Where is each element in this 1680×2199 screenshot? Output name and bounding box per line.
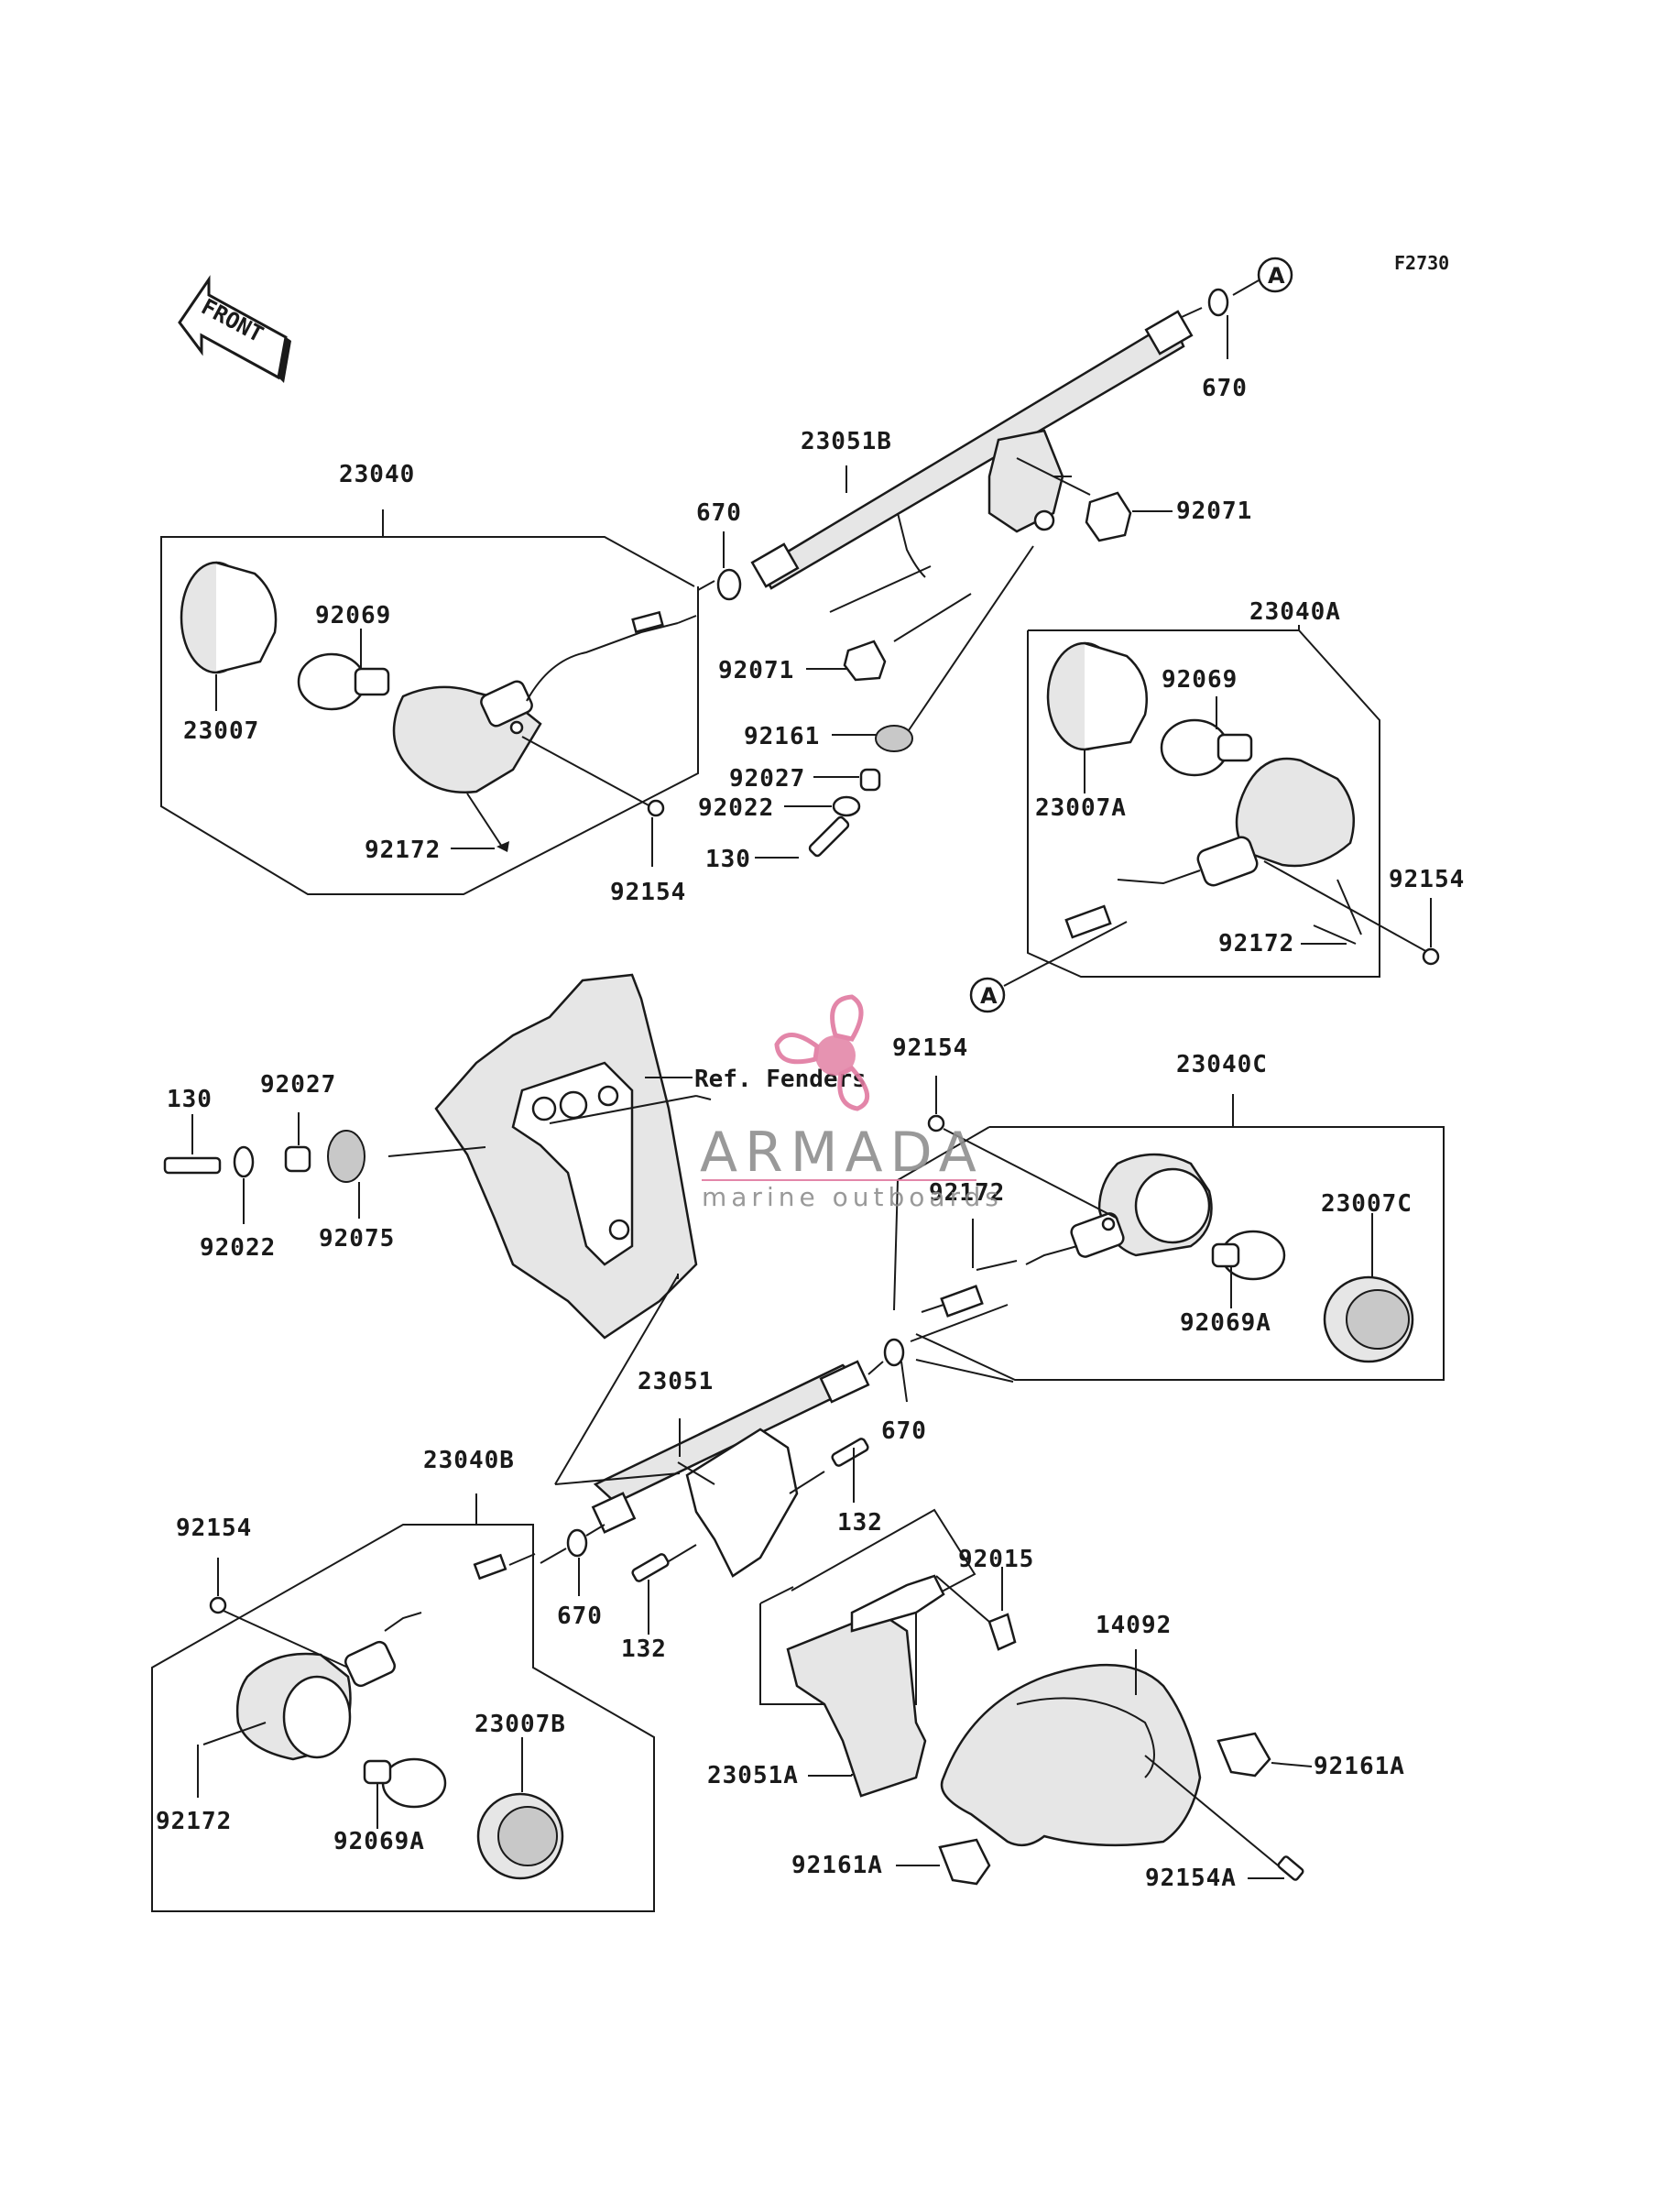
part-labels: 23040 92069 23007 92172 92154 670 23051B… xyxy=(156,375,1465,1892)
grommet-92075 xyxy=(327,1130,365,1183)
label-92022-a: 92022 xyxy=(698,794,774,822)
label-92161: 92161 xyxy=(744,723,820,750)
fender-bracket-ref: Ref. Fenders xyxy=(387,973,867,1485)
assembly-23040A xyxy=(1003,625,1440,987)
label-92161A-left: 92161A xyxy=(791,1852,883,1879)
label-92069: 92069 xyxy=(315,602,391,629)
label-670-b: 670 xyxy=(1202,375,1248,402)
label-130-b: 130 xyxy=(167,1086,213,1113)
nut-92154-center xyxy=(927,1114,945,1132)
label-23040: 23040 xyxy=(339,461,415,488)
signal-body-23040A xyxy=(1235,757,1356,868)
label-92172: 92172 xyxy=(365,837,441,864)
label-132-a: 132 xyxy=(837,1509,883,1537)
label-92154A: 92154A xyxy=(1145,1865,1237,1892)
bolt-130-left xyxy=(163,1156,222,1175)
label-670-d: 670 xyxy=(557,1603,603,1630)
label-670-a: 670 xyxy=(696,499,742,527)
label-23007C: 23007C xyxy=(1321,1190,1413,1218)
label-92154-center: 92154 xyxy=(892,1034,968,1062)
watermark-brand: ARMADA xyxy=(700,1121,984,1185)
washer-92022-left xyxy=(233,1145,255,1178)
label-92069A-right: 92069A xyxy=(1180,1309,1271,1337)
watermark: ARMADA marine outboards xyxy=(700,994,1003,1212)
ref-marker-bottom-label: A xyxy=(980,983,998,1009)
label-92154: 92154 xyxy=(610,879,686,906)
label-92027-b: 92027 xyxy=(260,1071,336,1099)
label-92071-a: 92071 xyxy=(1176,498,1252,525)
collar-92027-left xyxy=(284,1145,311,1173)
oring-670-center xyxy=(883,1338,905,1367)
label-92069A-left: 92069A xyxy=(333,1828,425,1855)
nut-92154-right xyxy=(1422,947,1440,966)
nut-92154-left xyxy=(209,1596,227,1614)
label-92161A-right: 92161A xyxy=(1314,1753,1405,1780)
bolt-132-right xyxy=(831,1438,869,1467)
cushion-92161A-right xyxy=(1216,1732,1271,1778)
assembly-23040B xyxy=(151,1493,655,1912)
cover-shape xyxy=(940,1663,1202,1847)
bolt-132-left xyxy=(631,1553,670,1582)
grommet-92071-lower xyxy=(843,640,887,682)
bolt-130-upper xyxy=(808,815,850,858)
label-92172-center: 92172 xyxy=(929,1179,1005,1207)
label-23051: 23051 xyxy=(638,1368,714,1395)
bracket-23051 xyxy=(540,1304,1017,1798)
socket-23007 xyxy=(215,561,278,674)
label-23040B: 23040B xyxy=(423,1447,515,1474)
cushion-92161A-left xyxy=(938,1838,991,1886)
label-14092: 14092 xyxy=(1096,1612,1172,1639)
ref-marker-top-label: A xyxy=(1268,263,1285,289)
washer-92022 xyxy=(832,795,861,817)
spacer-92015 xyxy=(987,1613,1017,1651)
ref-marker-bottom: A xyxy=(969,977,1006,1013)
oring-670-left xyxy=(566,1528,588,1558)
label-23007B: 23007B xyxy=(475,1711,566,1738)
propeller-logo-icon xyxy=(774,994,869,1111)
bulb-92069A-left xyxy=(381,1757,447,1809)
label-92071-b: 92071 xyxy=(718,657,794,684)
assembly-23040 xyxy=(160,509,699,895)
label-132-b: 132 xyxy=(621,1636,667,1663)
cover-14092 xyxy=(896,1649,1313,1886)
label-92154-right: 92154 xyxy=(1389,866,1465,893)
label-92015: 92015 xyxy=(958,1546,1034,1573)
label-23040A: 23040A xyxy=(1249,598,1341,626)
label-23007: 23007 xyxy=(183,717,259,745)
ref-marker-top: A xyxy=(1257,257,1293,293)
watermark-tagline: marine outboards xyxy=(702,1182,1003,1212)
label-130-a: 130 xyxy=(705,846,751,873)
grommet-92071-upper xyxy=(1085,491,1132,542)
label-92069-right: 92069 xyxy=(1162,666,1238,694)
label-23007A: 23007A xyxy=(1035,794,1127,822)
grommet-92161 xyxy=(875,725,913,752)
oring-670-upper-left xyxy=(716,568,742,601)
label-92027-a: 92027 xyxy=(729,765,805,793)
label-23040C: 23040C xyxy=(1176,1051,1268,1078)
oring-670-top xyxy=(1207,288,1229,317)
front-arrow-icon: FRONT xyxy=(178,275,291,383)
label-670-c: 670 xyxy=(881,1417,927,1445)
collar-92027 xyxy=(859,768,881,792)
label-92022-b: 92022 xyxy=(200,1234,276,1262)
label-92172-right: 92172 xyxy=(1218,930,1294,957)
assembly-23040C xyxy=(893,1076,1445,1381)
label-92154-left: 92154 xyxy=(176,1515,252,1542)
label-23051A: 23051A xyxy=(707,1762,799,1789)
bracket-23051B xyxy=(697,279,1260,859)
label-92172-left: 92172 xyxy=(156,1808,232,1835)
figure-code: F2730 xyxy=(1394,252,1449,274)
bolt-92154A xyxy=(1277,1855,1304,1881)
label-23051B: 23051B xyxy=(801,428,892,455)
label-92075: 92075 xyxy=(319,1225,395,1253)
mounting-stack-left xyxy=(163,1112,365,1224)
